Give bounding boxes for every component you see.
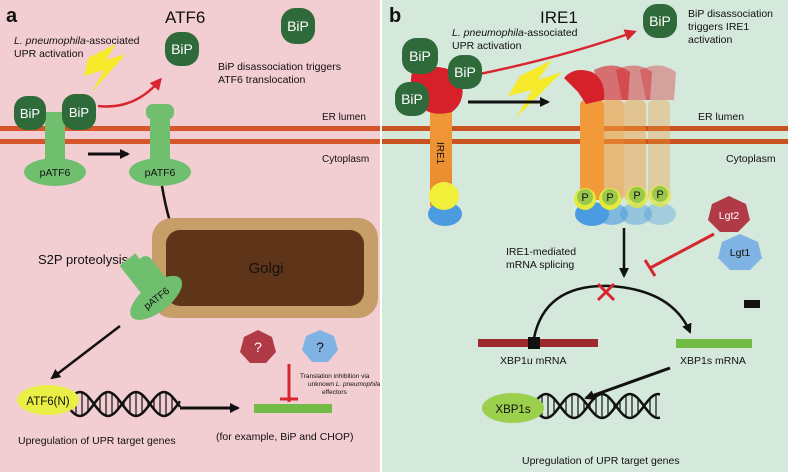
panel-b-er-lumen-label: ER lumen [698,111,744,123]
panel-b-label: b [389,5,401,27]
panel-a-s2p-label: S2P proteolysis [38,252,129,267]
svg-text:BiP: BiP [171,41,193,57]
panel-b-xbp1u-label: XBP1u mRNA [500,355,567,367]
panel-a-inhibition-note-line2: unknown L. pneumophila [308,381,381,388]
panel-b-xbp1u-mrna [478,337,598,349]
svg-text:BiP: BiP [401,91,423,107]
panel-b-translation-arrow [584,366,671,401]
panel-a-nucleus-arrow [50,325,121,380]
panel-b-splicing-line1: IRE1-mediated [506,246,576,258]
panel-a-cytoplasm-label: Cytoplasm [322,154,369,165]
panel-a-title: ATF6 [165,8,205,27]
panel-b-bip-note-line1: BiP disassociation [688,8,773,20]
panel-a-patf6-bound: BiP BiP pATF6 [14,94,96,186]
panel-a-er-lumen-label: ER lumen [322,112,366,123]
svg-text:Lgt1: Lgt1 [730,247,751,259]
panel-b-inhibition-line [649,232,715,270]
panel-a-mrna-bar [254,404,332,413]
svg-text:BiP: BiP [409,48,431,64]
panel-a-bip-note-line1: BiP disassociation triggers [218,61,341,73]
panel-b-xbp1s-mrna [676,339,752,348]
panel-b-activation-line2: UPR activation [452,40,522,52]
panel-a-lightning-icon [84,44,126,92]
svg-text:Lgt2: Lgt2 [719,210,740,222]
panel-b-activation-line1: L. pneumophila-associated [452,27,578,39]
panel-a-activation-line2: UPR activation [14,48,84,60]
panel-b-splicing-line2: mRNA splicing [506,259,574,271]
panel-a-inhibition-note-line1: Translation inhibition via [300,373,370,380]
svg-text:BiP: BiP [649,13,671,29]
panel-a-bip-legend: BiP [281,8,315,44]
panel-b-xbp1s-label: XBP1s mRNA [680,355,746,367]
panel-a-bip-release-arrow [97,77,162,108]
svg-text:ATF6(N): ATF6(N) [26,396,69,408]
svg-text:BiP: BiP [20,106,40,121]
panel-b-splice-block-icon [596,282,616,302]
panel-a-label: a [6,5,18,27]
panel-b-ire1-oligomer [564,65,676,226]
panel-b-upregulation: Upregulation of UPR target genes [522,455,680,467]
panel-a-bip-note-line2: ATF6 translocation [218,74,306,86]
panel-a-example: (for example, BiP and CHOP) [216,431,354,443]
svg-text:P: P [581,192,588,204]
svg-text:?: ? [316,339,324,355]
svg-text:BiP: BiP [454,64,476,80]
panel-b-phospho-3: P [626,186,648,208]
panel-b-xbp1s-protein: XBP1s [482,393,544,423]
panel-a-er-membrane [0,126,380,144]
svg-text:IRE1: IRE1 [434,142,445,165]
panel-b-bound-bip-1: BiP [402,38,438,74]
svg-text:pATF6: pATF6 [145,167,176,179]
panel-a-upregulation: Upregulation of UPR target genes [18,435,176,447]
panel-a-patf6-golgi: pATF6 [119,253,183,320]
svg-text:pATF6: pATF6 [40,167,71,179]
svg-text:BiP: BiP [69,105,89,120]
panel-b-bip-legend: BiP [643,4,677,38]
panel-b-title: IRE1 [540,8,578,27]
svg-text:?: ? [254,339,262,355]
panel-b-excised-intron [744,300,760,308]
panel-a-golgi: Golgi [152,218,378,318]
svg-text:P: P [606,192,613,204]
panel-b-bip-release-arrow [469,29,637,78]
panel-b-phospho-4: P [649,185,671,207]
panel-b-lgt1: Lgt1 [718,234,762,270]
panel-b-phospho-2: P [599,188,621,210]
panel-b-bound-bip-2: BiP [448,55,482,89]
panel-a-atf6n: ATF6(N) [17,385,79,415]
panel-b-bip-note-line2: triggers IRE1 [688,21,749,33]
panel-b-bound-bip-3: BiP [395,82,429,116]
svg-text:Golgi: Golgi [248,260,283,277]
panel-a-unknown-effector-2: ? [302,330,338,362]
panel-a-patf6-free: pATF6 [129,104,191,186]
svg-text:P: P [656,189,663,201]
svg-text:XBP1s: XBP1s [495,404,530,416]
panel-a-unknown-effector-1: ? [240,330,276,363]
panel-b-lightning-icon [508,60,562,118]
panel-b-bip-note-line3: activation [688,34,733,46]
panel-a-activation-line1: L. pneumophila-associated [14,35,140,47]
svg-text:P: P [633,190,640,202]
panel-a-free-bip: BiP [165,32,199,66]
panel-b-cytoplasm-label: Cytoplasm [726,153,776,165]
panel-b-phospho-1: P [574,188,596,210]
panel-divider [380,0,382,472]
panel-b-lgt2: Lgt2 [708,196,750,232]
svg-text:BiP: BiP [287,18,309,34]
panel-a-inhibition-note-line3: effectors [322,389,348,396]
